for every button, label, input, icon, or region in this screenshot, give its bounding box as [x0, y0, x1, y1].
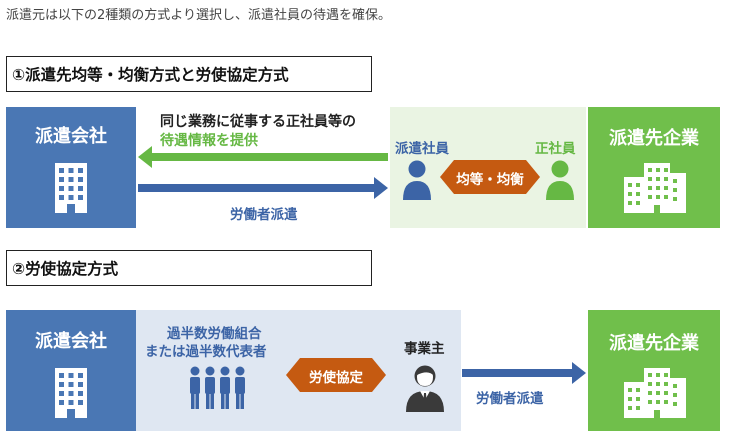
worker-group-icon	[190, 366, 245, 409]
labor-agreement-hexagon	[286, 358, 386, 392]
section2-union-line2: または過半数代表者	[145, 344, 267, 360]
worker-dispatch-arrow	[138, 177, 388, 199]
employer-businessman-icon	[406, 365, 444, 412]
office-building-icon	[55, 368, 87, 418]
section2-client-company-label: 派遣先企業	[609, 333, 699, 354]
section2-union-line1: 過半数労働組合	[167, 326, 262, 342]
section2-dispatch-company-box: 派遣会社	[6, 310, 136, 431]
section1-info-line2: 待遇情報を提供	[160, 133, 258, 149]
section2-client-company-box: 派遣先企業	[588, 310, 720, 431]
section1-title: ①派遣先均等・均衡方式と労使協定方式	[6, 56, 372, 92]
worker-dispatch-arrow	[462, 362, 586, 384]
section1-regular-employee-label: 正社員	[535, 141, 576, 157]
section1-dispatch-label: 労働者派遣	[230, 207, 298, 223]
section1-dispatch-company-label: 派遣会社	[35, 126, 107, 147]
section1-dispatched-worker-label: 派遣社員	[395, 141, 449, 157]
section2-title: ②労使協定方式	[6, 250, 372, 286]
section1-info-line1: 同じ業務に従事する正社員等の	[160, 114, 356, 130]
section1-client-company-box: 派遣先企業	[588, 107, 720, 228]
client-buildings-icon	[624, 368, 686, 418]
intro-text: 派遣元は以下の2種類の方式より選択し、派遣社員の待遇を確保。	[6, 8, 392, 23]
section2-hex-label: 労使協定	[309, 370, 363, 386]
section1-client-company-label: 派遣先企業	[609, 128, 699, 149]
section2-employer-label: 事業主	[404, 341, 445, 357]
dispatched-worker-person-icon	[403, 160, 431, 200]
section1-dispatch-company-box: 派遣会社	[6, 107, 136, 228]
info-provision-arrow	[138, 146, 388, 168]
office-building-icon	[55, 163, 87, 213]
equal-treatment-hexagon	[440, 160, 540, 194]
regular-employee-person-icon	[546, 160, 574, 200]
section2-dispatch-company-label: 派遣会社	[35, 331, 107, 352]
section2-dispatch-label: 労働者派遣	[476, 391, 544, 407]
client-buildings-icon	[624, 163, 686, 213]
section1-hex-label: 均等・均衡	[456, 172, 524, 188]
